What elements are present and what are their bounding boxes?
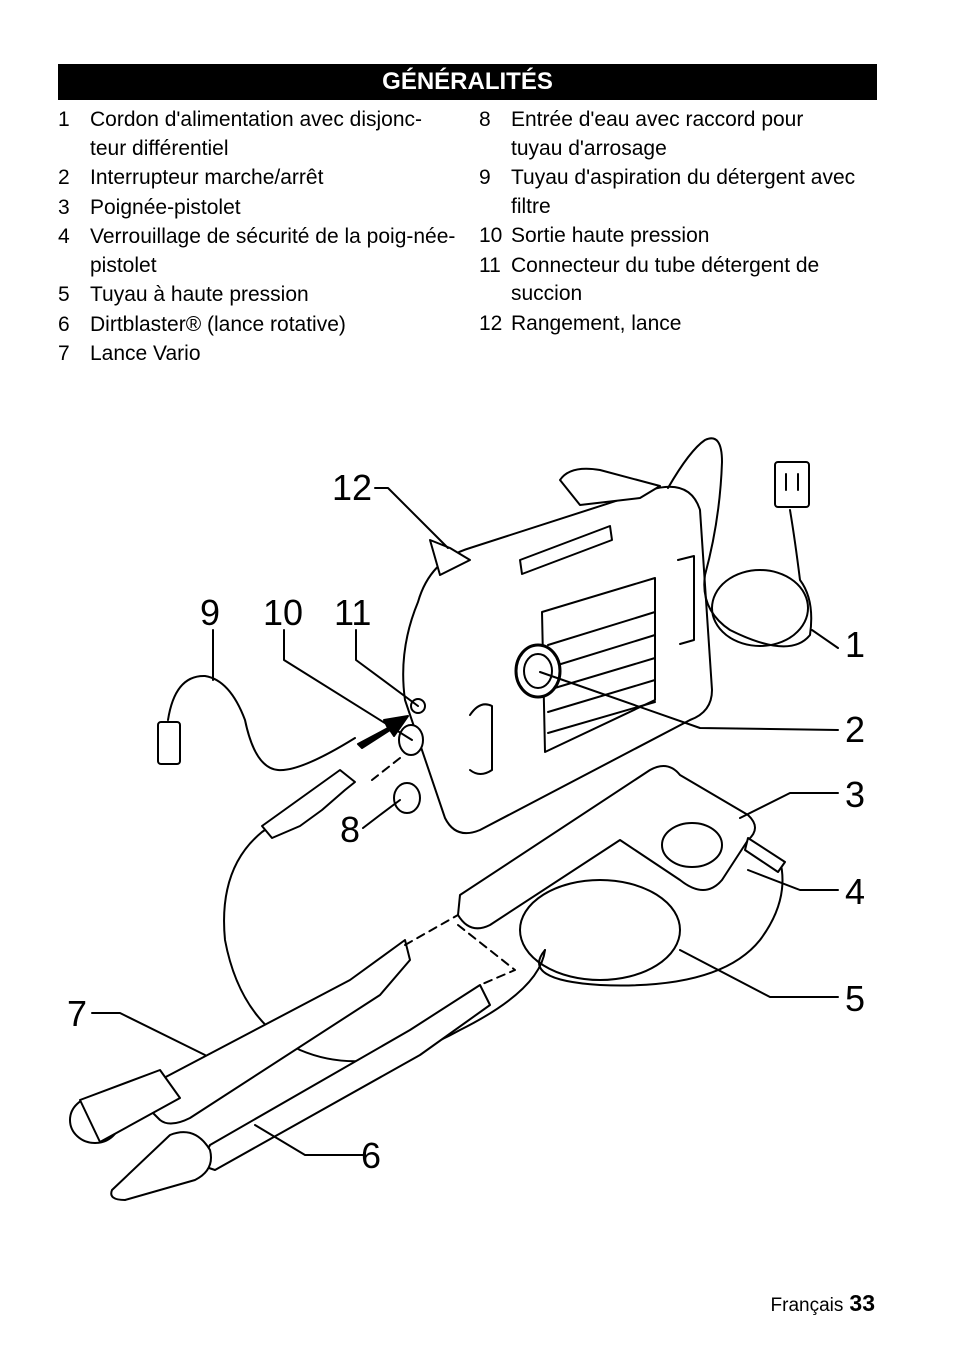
list-item: 3 Poignée-pistolet [58,194,458,223]
item-text: Lance Vario [90,342,201,365]
parts-list-right: 8 Entrée d'eau avec raccord pour tuyau d'… [479,106,859,339]
callout-3: 3 [845,774,865,815]
callout-4: 4 [845,871,865,912]
item-text: Tuyau d'aspiration du détergent avec fil… [511,166,856,218]
item-number: 11 [479,253,501,277]
list-item: 4 Verrouillage de sécurité de la poig-née… [58,223,458,280]
item-text: Dirtblaster® (lance rotative) [90,312,346,336]
list-item: 8 Entrée d'eau avec raccord pour tuyau d'… [479,106,859,163]
callout-1: 1 [845,624,865,665]
callout-11: 11 [334,592,371,633]
detergent-filter [157,721,181,765]
item-number: 8 [479,108,491,131]
list-item: 10 Sortie haute pression [479,222,859,251]
item-text: Rangement, lance [511,311,682,335]
item-text: Entrée d'eau avec raccord pour tuyau d'a… [511,108,804,160]
callout-8: 8 [340,809,360,850]
list-item: 1 Cordon d'alimentation avec disjonc-teur… [58,106,458,163]
page-number: 33 [849,1290,875,1316]
power-cord [667,437,813,648]
callout-5: 5 [845,978,865,1019]
parts-list-left: 1 Cordon d'alimentation avec disjonc-teur… [58,106,458,370]
item-number: 9 [479,166,491,189]
detergent-hose [167,674,356,772]
item-text: Tuyau à haute pression [90,283,309,306]
callout-12: 12 [332,467,372,508]
callout-10: 10 [263,592,303,633]
item-number: 7 [58,342,70,365]
footer-language: Français [770,1295,844,1316]
plug [774,461,810,508]
water-inlet [393,782,421,814]
item-number: 3 [58,195,70,219]
list-item: 2 Interrupteur marche/arrêt [58,164,458,193]
pistol-grip [457,765,756,930]
trigger [661,822,723,868]
item-number: 2 [58,166,70,189]
power-switch [514,643,562,699]
item-number: 4 [58,225,70,248]
list-item: 9 Tuyau d'aspiration du détergent avec fi… [479,164,859,221]
item-number: 6 [58,312,70,336]
section-title: GÉNÉRALITÉS [58,64,877,100]
item-number: 5 [58,283,70,306]
callout-7: 7 [67,993,87,1034]
vario-lance [145,939,411,1125]
item-text: Connecteur du tube détergent de succion [511,253,820,306]
list-item: 11 Connecteur du tube détergent de succio… [479,252,859,309]
list-item: 7 Lance Vario [58,340,458,369]
item-number: 10 [479,224,503,247]
list-item: 6 Dirtblaster® (lance rotative) [58,311,458,340]
item-text: Cordon d'alimentation avec disjonc-teur … [90,108,423,160]
item-text: Poignée-pistolet [90,195,241,219]
item-text: Interrupteur marche/arrêt [90,166,324,189]
high-pressure-hose [223,777,546,1063]
item-number: 1 [58,108,70,131]
item-text: Verrouillage de sécurité de la poig-née-… [90,225,456,277]
arrow-indicator [357,715,409,749]
item-number: 12 [479,311,503,335]
item-text: Sortie haute pression [511,224,710,247]
pressure-washer-diagram: 1 2 3 4 5 6 7 8 9 10 11 12 [67,437,865,1201]
callout-6: 6 [361,1135,381,1176]
list-item: 5 Tuyau à haute pression [58,281,458,310]
list-item: 12 Rangement, lance [479,310,859,339]
callout-2: 2 [845,709,865,750]
callout-9: 9 [200,592,220,633]
